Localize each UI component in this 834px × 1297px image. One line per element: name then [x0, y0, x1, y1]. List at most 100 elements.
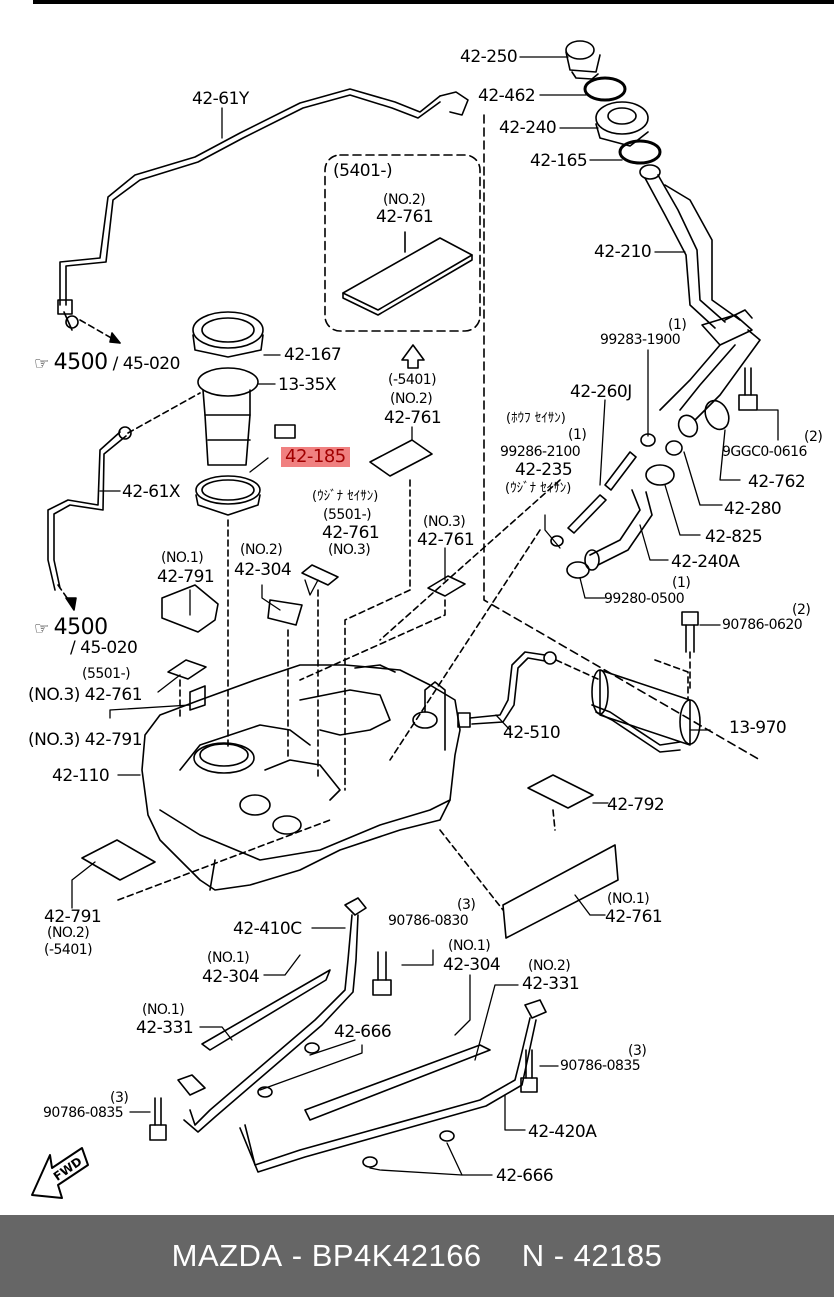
part-label[interactable]: 13-970	[729, 718, 787, 738]
top-border	[33, 0, 834, 4]
part-label[interactable]: 42-791	[157, 567, 215, 587]
part-label[interactable]: 99283-1900	[600, 332, 681, 348]
part-label[interactable]: 42-462	[478, 86, 536, 106]
hose-42-260J	[567, 451, 637, 534]
bolt-90786-0835	[149, 1049, 538, 1141]
part-label[interactable]: 90786-0830	[388, 913, 469, 929]
part-label[interactable]: 42-304	[234, 560, 292, 580]
part-label[interactable]: 42-410C	[233, 919, 302, 939]
part-label[interactable]: 42-331	[136, 1018, 194, 1038]
quantity-label: (3)	[628, 1043, 647, 1059]
part-label[interactable]: 42-791	[44, 907, 102, 927]
reference-note-bottom-page: / 45-020	[70, 638, 138, 658]
reference-note-top[interactable]: ☞ 4500 / 45-020	[34, 350, 180, 375]
label: (NO.2)	[383, 192, 426, 208]
label: (NO.3)	[328, 542, 371, 558]
strap-42-420A	[239, 999, 547, 1173]
part-label[interactable]: 42-240A	[671, 552, 740, 572]
clamp-42-825	[645, 464, 675, 486]
strap-pad-42-331-no2	[304, 1044, 491, 1121]
part-label[interactable]: 42-762	[748, 472, 806, 492]
pad-42-304-no2	[267, 599, 303, 626]
part-label[interactable]: 42-210	[594, 242, 652, 262]
variant-box	[324, 154, 481, 332]
part-label[interactable]: 42-666	[496, 1166, 554, 1186]
gasket-42-185	[195, 475, 261, 516]
part-label[interactable]: 42-304	[202, 967, 260, 987]
part-label[interactable]: 42-61Y	[192, 89, 249, 109]
part-label[interactable]: (NO.3) 42-761	[28, 685, 143, 705]
part-label[interactable]: 42-331	[522, 974, 580, 994]
part-label[interactable]: 42-250	[460, 47, 518, 67]
part-label[interactable]: 42-666	[334, 1022, 392, 1042]
part-label[interactable]: 42-167	[284, 345, 342, 365]
part-label[interactable]: 42-260J	[570, 382, 632, 402]
part-label[interactable]: (NO.3) 42-791	[28, 730, 143, 750]
label: (NO.1)	[207, 950, 250, 966]
label: (5501-)	[323, 507, 372, 523]
label: (NO.2)	[528, 958, 571, 974]
part-label[interactable]: 99280-0500	[604, 591, 685, 607]
part-label[interactable]: 42-165	[530, 151, 588, 171]
part-info-bar: MAZDA - BP4K42166 N - 42185	[0, 1215, 834, 1297]
part-label[interactable]: 42-235	[515, 460, 573, 480]
part-label[interactable]: 42-110	[52, 766, 110, 786]
label: (NO.1)	[607, 891, 650, 907]
part-label[interactable]: 90786-0620	[722, 617, 803, 633]
part-number: BP4K42166	[311, 1238, 482, 1273]
fuel-tank-42-110	[141, 664, 461, 891]
quantity-label: (2)	[804, 429, 823, 445]
part-label[interactable]: 42-761	[417, 530, 475, 550]
variant-box-title: (5401-)	[333, 161, 393, 181]
strap-42-410C	[177, 897, 367, 1133]
label: (ｳｼﾞﾅ ｾｲｻﾝ)	[312, 489, 379, 504]
part-label[interactable]: 42-761	[376, 207, 434, 227]
part-label[interactable]: 42-240	[499, 118, 557, 138]
part-label[interactable]: 99286-2100	[500, 444, 581, 460]
label: (NO.2)	[390, 391, 433, 407]
clip-42-235	[550, 535, 564, 547]
part-label[interactable]: 9GGC0-0616	[722, 444, 807, 460]
quantity-label: (3)	[110, 1090, 129, 1106]
up-arrow-icon	[401, 344, 425, 369]
part-label[interactable]: 42-280	[724, 499, 782, 519]
pad-42-761-5401	[369, 439, 433, 477]
quantity-label: (1)	[672, 575, 691, 591]
part-label[interactable]: 13-35X	[278, 375, 337, 395]
strap-pad-42-331-no1	[201, 969, 331, 1051]
part-label[interactable]: 90786-0835	[43, 1105, 124, 1121]
part-label[interactable]: 42-61X	[122, 482, 181, 502]
diagram-drawing	[31, 40, 779, 1199]
part-label[interactable]: 90786-0835	[560, 1058, 641, 1074]
part-label[interactable]: 42-510	[503, 723, 561, 743]
quantity-label: (2)	[792, 602, 811, 618]
gasket-42-165	[618, 139, 662, 165]
label: (NO.1)	[161, 550, 204, 566]
label: (-5401)	[388, 372, 437, 388]
part-label[interactable]: 42-825	[705, 527, 763, 547]
canister-13-970	[591, 659, 701, 753]
retainer-ring-42-167	[192, 311, 264, 358]
part-label[interactable]: 42-420A	[528, 1122, 597, 1142]
label: (NO.2)	[240, 542, 283, 558]
brand-name: MAZDA	[171, 1238, 283, 1273]
highlighted-part-label[interactable]: 42-185	[281, 447, 350, 467]
pad-42-761-no3b	[427, 575, 466, 597]
filler-cap-42-250	[565, 40, 601, 80]
bolt-9GGC0-0616	[738, 367, 758, 411]
label: (ｳｼﾞﾅ ｾｲｻﾝ)	[505, 481, 572, 496]
part-label[interactable]: 42-304	[443, 955, 501, 975]
leader-lines	[71, 56, 779, 1176]
nut-42-666	[257, 1042, 455, 1168]
reference-note-bottom[interactable]: ☞ 4500	[34, 615, 108, 640]
part-label[interactable]: 42-761	[605, 907, 663, 927]
quantity-label: (3)	[457, 897, 476, 913]
fwd-arrow-icon	[31, 1147, 89, 1199]
part-label[interactable]: 42-761	[322, 523, 380, 543]
position-label: N	[521, 1238, 545, 1273]
part-label[interactable]: 42-792	[607, 795, 665, 815]
clamp-42-280	[665, 440, 683, 456]
fuel-pump-13-35X	[197, 367, 296, 466]
quantity-label: (1)	[668, 317, 687, 333]
part-label[interactable]: 42-761	[384, 408, 442, 428]
